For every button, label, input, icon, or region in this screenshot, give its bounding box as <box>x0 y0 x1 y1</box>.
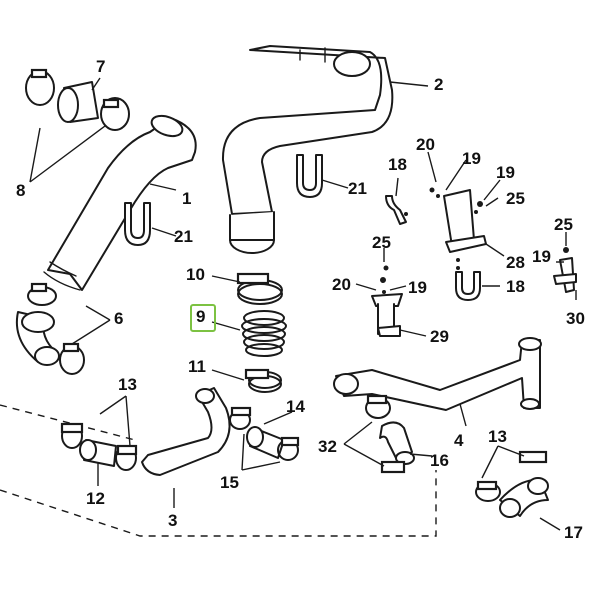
callout-8: 8 <box>16 181 26 200</box>
callout-12: 12 <box>86 489 105 508</box>
callout-15: 15 <box>220 473 239 492</box>
hose-part-2 <box>221 45 394 254</box>
bolt-19 <box>477 201 483 207</box>
coupler-part-7 <box>25 68 130 131</box>
callout-25-b: 25 <box>372 233 391 252</box>
u-bolt-18-lower <box>455 271 481 301</box>
callout-14: 14 <box>286 397 305 416</box>
coupler-part-12 <box>60 422 138 471</box>
callout-19-a: 19 <box>462 149 481 168</box>
washer-20 <box>429 187 435 193</box>
dashed-guide-left <box>0 404 136 441</box>
callout-3: 3 <box>168 511 178 530</box>
callout-18-lower: 18 <box>506 277 525 296</box>
callout-28: 28 <box>506 253 525 272</box>
callout-2: 2 <box>434 75 444 94</box>
callout-19-d: 19 <box>532 247 551 266</box>
callout-9: 9 <box>196 307 206 326</box>
u-bolt-21-right <box>296 154 323 198</box>
callout-25-a: 25 <box>506 189 525 208</box>
elbow-part-6 <box>16 282 85 375</box>
callout-13-right: 13 <box>488 427 507 446</box>
callout-11: 11 <box>188 357 206 376</box>
clamp-part-11 <box>244 368 282 393</box>
hose-part-4 <box>333 337 542 411</box>
elbow-part-16 <box>365 394 415 474</box>
callout-20-lower: 20 <box>332 275 351 294</box>
u-bolt-18-upper <box>385 195 407 225</box>
callout-18-upper: 18 <box>388 155 407 174</box>
bolt-25 <box>563 247 569 253</box>
clamp-part-10 <box>236 272 283 305</box>
callout-19-c: 19 <box>408 278 427 297</box>
callout-4: 4 <box>454 431 464 450</box>
hose-part-3 <box>141 387 231 476</box>
bracket-part-28 <box>429 187 487 253</box>
u-bolt-21-left <box>124 202 151 246</box>
bellows-part-9 <box>241 310 287 357</box>
hose-part-1 <box>43 114 197 291</box>
callout-19-b: 19 <box>496 163 515 182</box>
highlight-box <box>190 304 216 332</box>
callout-16: 16 <box>430 451 449 470</box>
callout-21-right: 21 <box>348 179 367 198</box>
callout-32: 32 <box>318 437 337 456</box>
coupler-part-14 <box>229 406 300 461</box>
bracket-part-29 <box>371 265 403 337</box>
callout-10: 10 <box>186 265 205 284</box>
callout-17: 17 <box>564 523 583 542</box>
callout-25-c: 25 <box>554 215 573 234</box>
callout-13-left: 13 <box>118 375 137 394</box>
bracket-part-30 <box>553 247 577 293</box>
elbow-part-17 <box>475 450 549 518</box>
callout-7: 7 <box>96 57 106 76</box>
dashed-guide-bottom <box>0 470 437 537</box>
callout-20-upper: 20 <box>416 135 435 154</box>
leader-lines <box>29 77 577 531</box>
callout-30: 30 <box>566 309 585 328</box>
callout-6: 6 <box>114 309 124 328</box>
callout-1: 1 <box>182 189 192 208</box>
bolt-25 <box>380 277 386 283</box>
callout-29: 29 <box>430 327 449 346</box>
callout-21-left: 21 <box>174 227 193 246</box>
